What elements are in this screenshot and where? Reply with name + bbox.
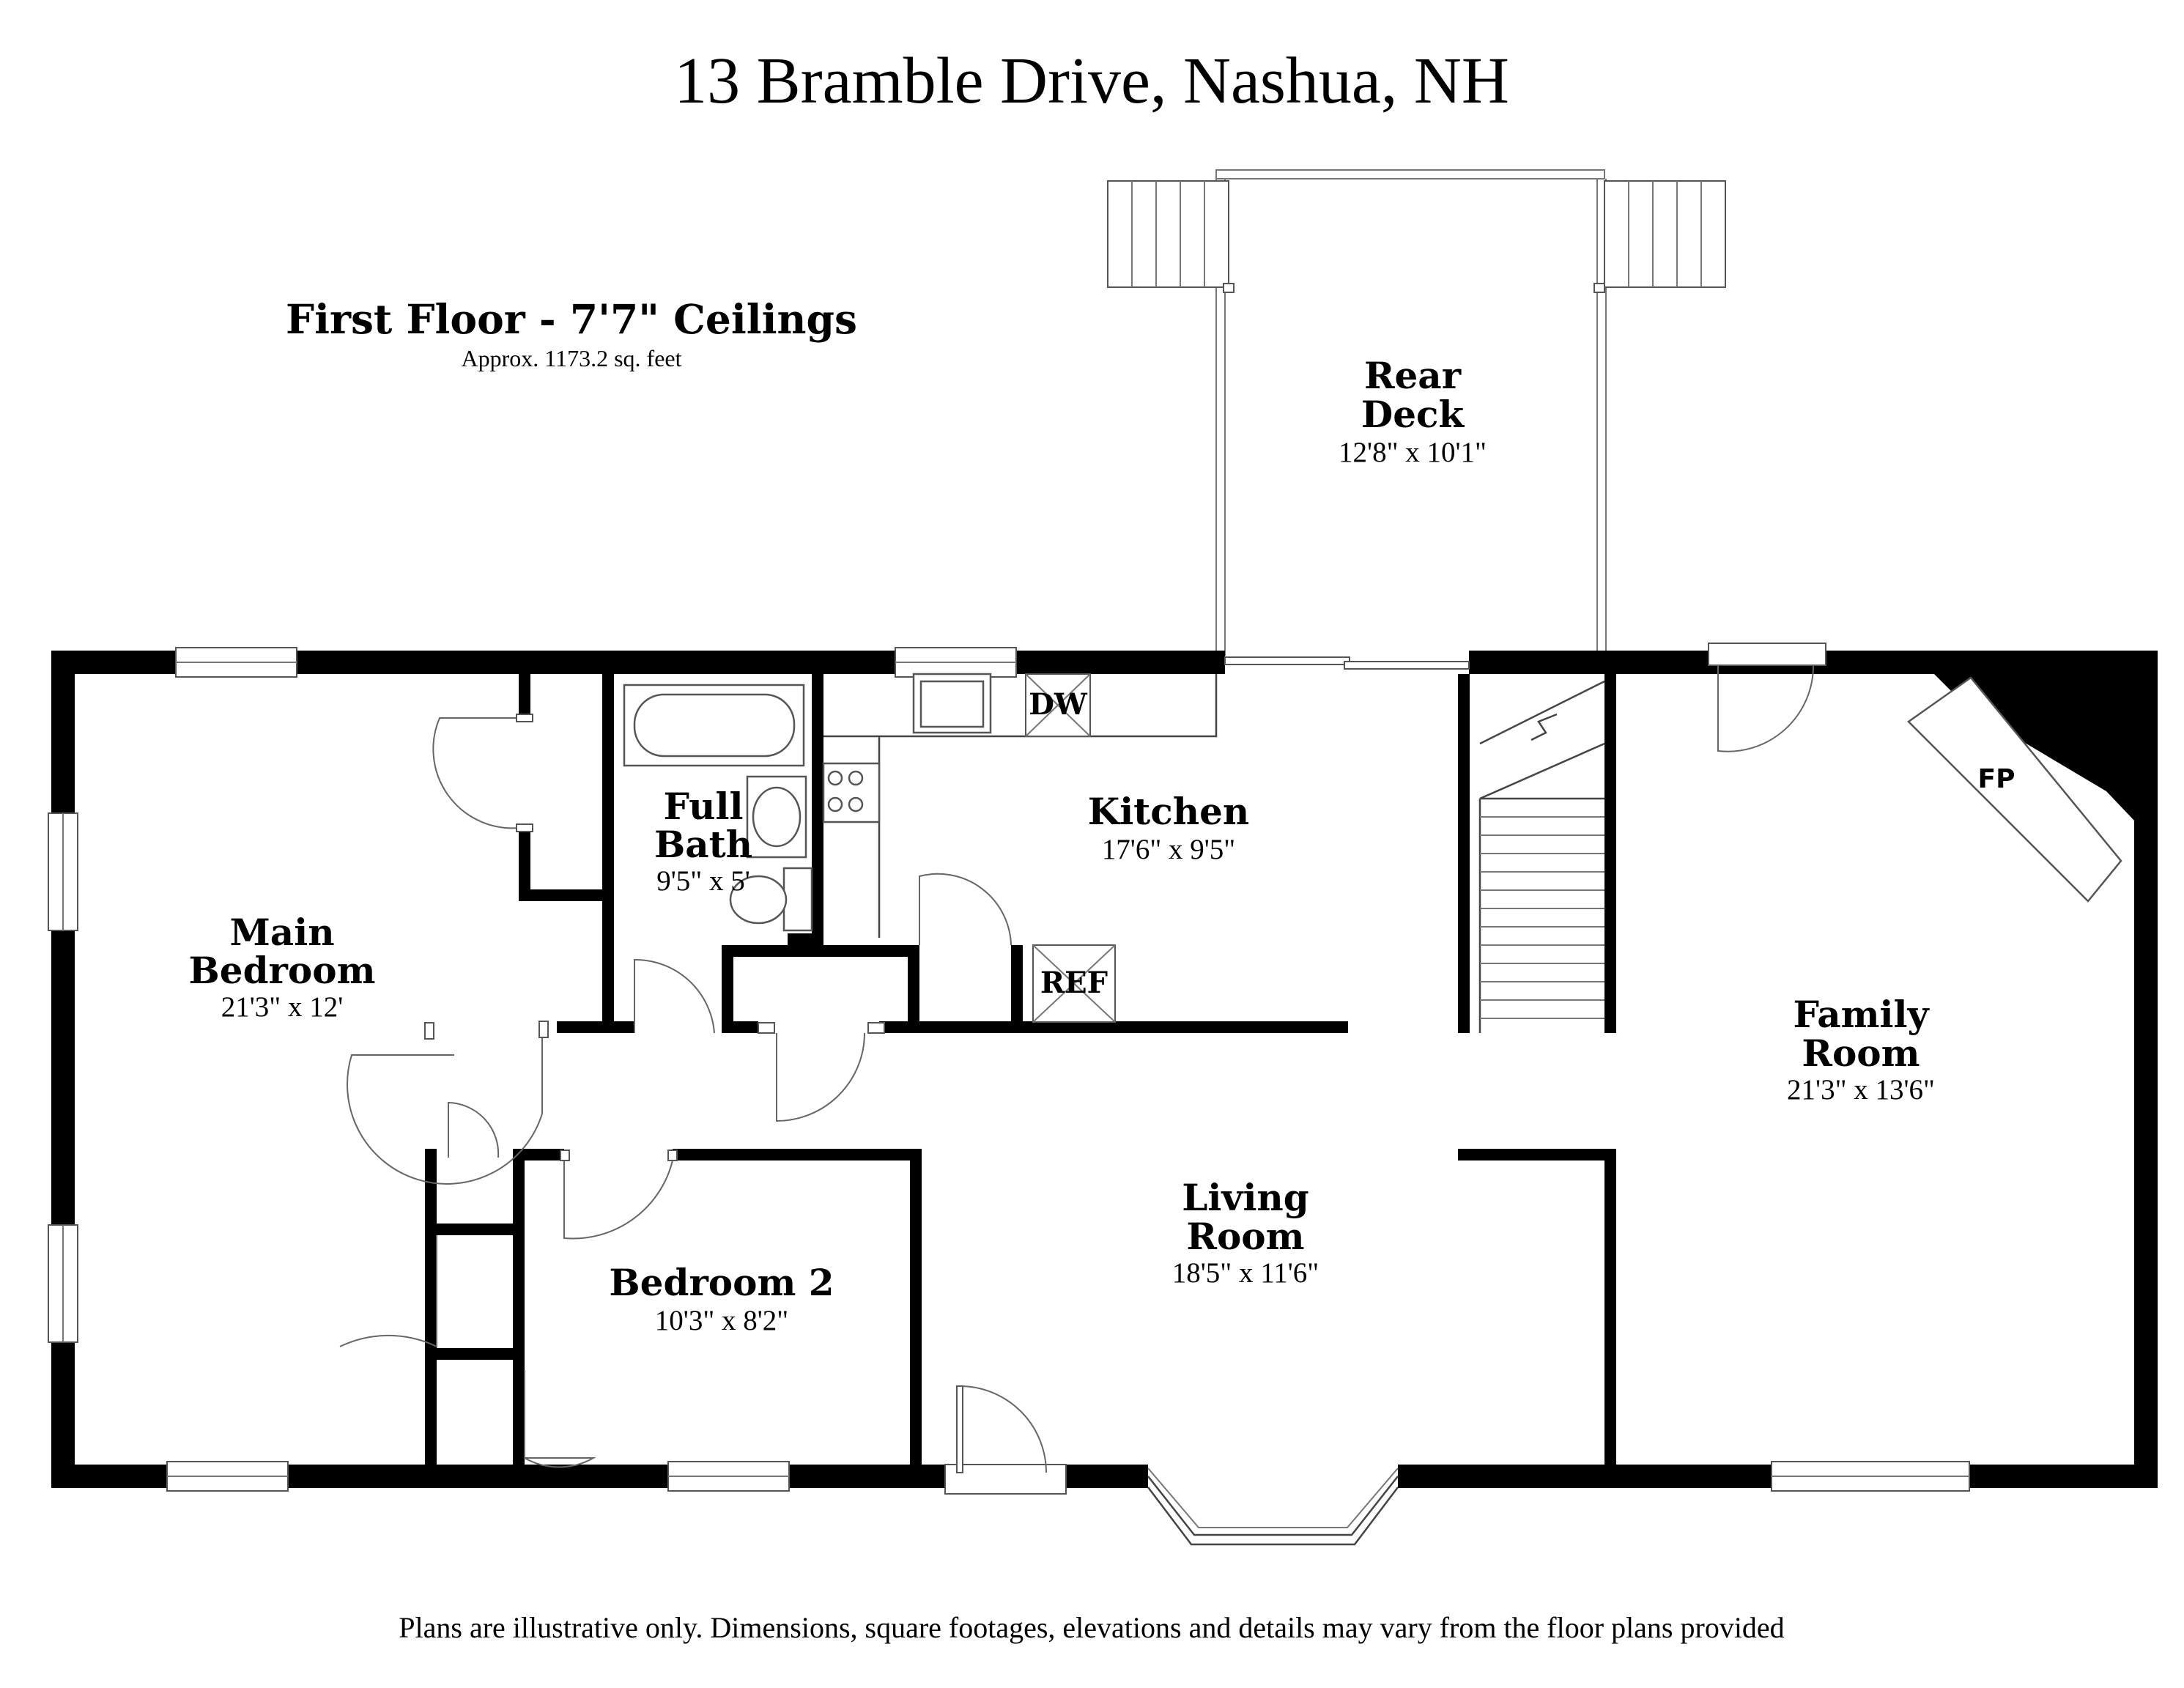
fireplace: FP (1907, 676, 2122, 903)
rear-deck-name-2: Deck (1361, 393, 1465, 436)
toilet (782, 867, 813, 932)
bath-fixtures (623, 684, 813, 932)
bedroom-2-dims: 10'3" x 8'2" (655, 1305, 788, 1336)
stairs (1478, 680, 1605, 1033)
doors (339, 643, 1826, 1495)
main-bedroom-name-1: Main (229, 911, 334, 954)
interior-walls (425, 674, 1616, 1465)
sliding-door (1224, 656, 1470, 670)
floor-title: First Floor - 7'7" Ceilings (286, 295, 857, 343)
full-bath-dims: 9'5" x 5' (656, 865, 749, 897)
main-bedroom-name-2: Bedroom (189, 949, 376, 992)
kitchen-dims: 17'6" x 9'5" (1102, 834, 1235, 865)
living-room-name-1: Living (1182, 1176, 1309, 1219)
kitchen-fixtures: DW REF (822, 673, 1218, 1023)
full-bath-name-2: Bath (654, 823, 752, 866)
rear-deck-name-1: Rear (1364, 354, 1462, 397)
page-title: 13 Bramble Drive, Nashua, NH (674, 45, 1509, 117)
family-room-name-1: Family (1793, 993, 1930, 1036)
family-room-dims: 21'3" x 13'6" (1787, 1074, 1935, 1106)
full-bath-name-1: Full (664, 785, 744, 828)
family-room-name-2: Room (1802, 1032, 1920, 1075)
living-room-dims: 18'5" x 11'6" (1172, 1257, 1319, 1289)
kitchen-name: Kitchen (1088, 790, 1250, 833)
dishwasher-label: DW (1029, 687, 1088, 722)
fireplace-label: FP (1978, 764, 2015, 794)
floor-area: Approx. 1173.2 sq. feet (462, 345, 682, 371)
living-room-name-2: Room (1186, 1215, 1304, 1258)
deck-stairs-left (1107, 180, 1234, 293)
bedroom-2-name: Bedroom 2 (609, 1261, 834, 1304)
windows (48, 647, 1970, 1546)
deck-stairs-right (1593, 180, 1726, 293)
refrigerator-label: REF (1040, 966, 1108, 1000)
rear-deck-dims: 12'8" x 10'1" (1339, 437, 1487, 468)
main-bedroom-dims: 21'3" x 12' (221, 991, 343, 1023)
disclaimer: Plans are illustrative only. Dimensions,… (399, 1611, 1784, 1644)
rear-deck: Rear Deck 12'8" x 10'1" (1107, 169, 1726, 656)
